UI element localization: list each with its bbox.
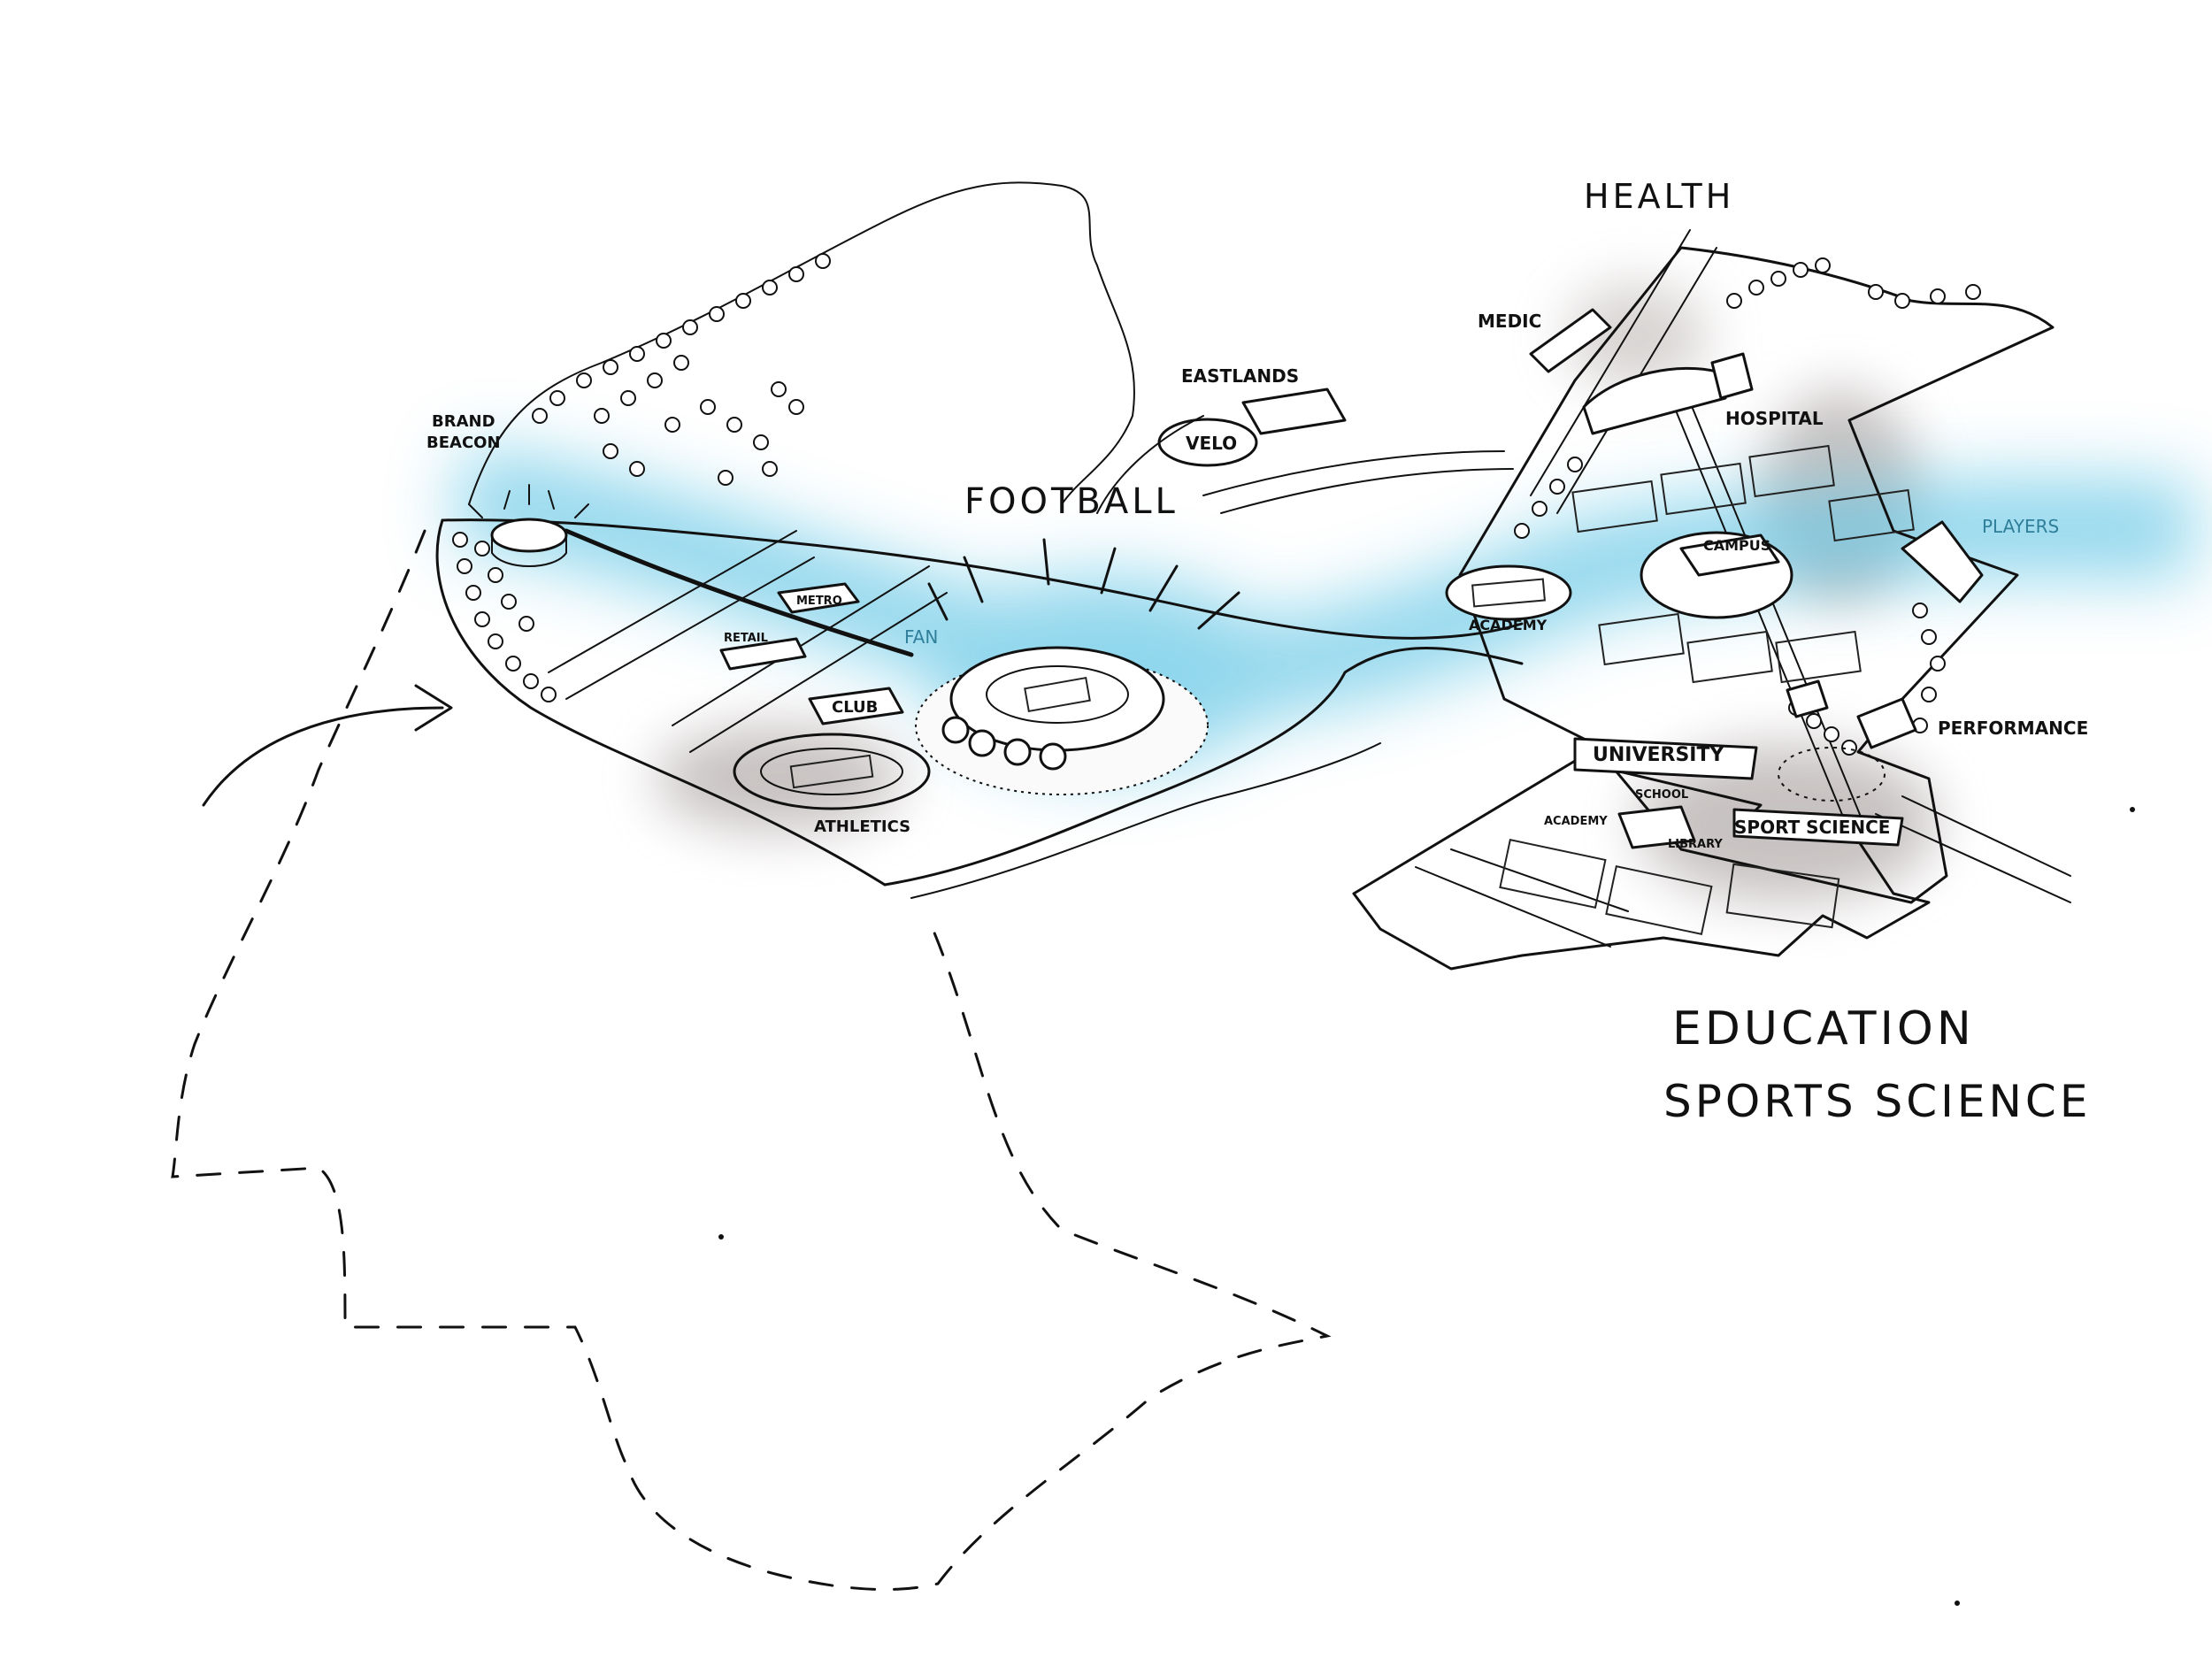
label-brand-beacon-2: BEACON [426, 434, 501, 452]
site-boundary-north [441, 518, 1524, 640]
label-school: SCHOOL [1635, 788, 1688, 802]
training-pitches [1571, 444, 1915, 684]
north-road [1202, 450, 1514, 514]
label-education: EDUCATION [1672, 1002, 1975, 1055]
label-sport-science: SPORT SCIENCE [1734, 817, 1890, 838]
east-road [1875, 795, 2071, 903]
academy-complex [1445, 564, 1572, 621]
label-academy: ACADEMY [1469, 617, 1548, 633]
label-university: UNIVERSITY [1593, 744, 1724, 766]
label-eastlands: EASTLANDS [1181, 365, 1299, 387]
label-fan: FAN [904, 626, 938, 648]
medic-building [1529, 308, 1612, 373]
label-medic: MEDIC [1478, 311, 1541, 332]
site-boundary-south2 [910, 742, 1381, 899]
hill-trees [532, 253, 831, 486]
performance-building [1856, 697, 1917, 749]
label-library: LIBRARY [1668, 838, 1723, 851]
metro-building [777, 582, 860, 614]
education-inner [1415, 848, 1629, 948]
site-boundary-west [435, 518, 887, 887]
hospital-wing [1710, 352, 1754, 400]
site-boundary-south [883, 647, 1524, 887]
metro-line [564, 528, 914, 657]
brand-beacon [468, 484, 589, 567]
education-pitches [1499, 838, 1840, 936]
approach-road-a [548, 530, 815, 700]
eastlands-building [1241, 388, 1347, 435]
label-retail: RETAIL [724, 632, 768, 645]
label-brand-beacon-1: BRAND [432, 412, 495, 431]
label-academy-small: ACADEMY [1544, 815, 1608, 828]
label-hospital: HOSPITAL [1725, 408, 1824, 429]
sport-science-plaza [1778, 747, 1886, 802]
velo-oval [1157, 418, 1258, 467]
label-athletics: ATHLETICS [814, 817, 910, 836]
stadium [915, 538, 1240, 795]
ink-dot [718, 1234, 724, 1240]
label-players: PLAYERS [1982, 516, 2059, 537]
east-trees [1514, 257, 1981, 756]
club-building [808, 687, 904, 725]
label-performance: PERFORMANCE [1938, 718, 2088, 739]
athletics-track [733, 733, 931, 810]
ink-dot [1955, 1600, 1960, 1606]
west-edge-trees [452, 532, 557, 702]
label-sports-science: SPORTS SCIENCE [1663, 1076, 2091, 1127]
sport-science-building [1732, 808, 1904, 847]
label-campus: CAMPUS [1703, 537, 1770, 554]
label-metro: METRO [796, 595, 842, 608]
entry-arrow [202, 706, 444, 807]
entry-arrow-head [414, 684, 453, 732]
campus-complex [1640, 531, 1793, 619]
university-building [1573, 737, 1758, 780]
retail-building [719, 637, 807, 671]
label-velo: VELO [1186, 433, 1237, 454]
velo-road [1096, 415, 1204, 514]
school-buildings [1617, 805, 1696, 849]
future-boundary-dashed [171, 529, 1332, 1592]
label-health: HEALTH [1584, 177, 1734, 216]
hill-outline [468, 181, 1135, 505]
players-building [1901, 520, 1984, 603]
ink-dot [2130, 807, 2135, 812]
label-football: FOOTBALL [964, 481, 1179, 522]
performance-annex [1786, 679, 1829, 718]
label-club: CLUB [832, 698, 878, 717]
